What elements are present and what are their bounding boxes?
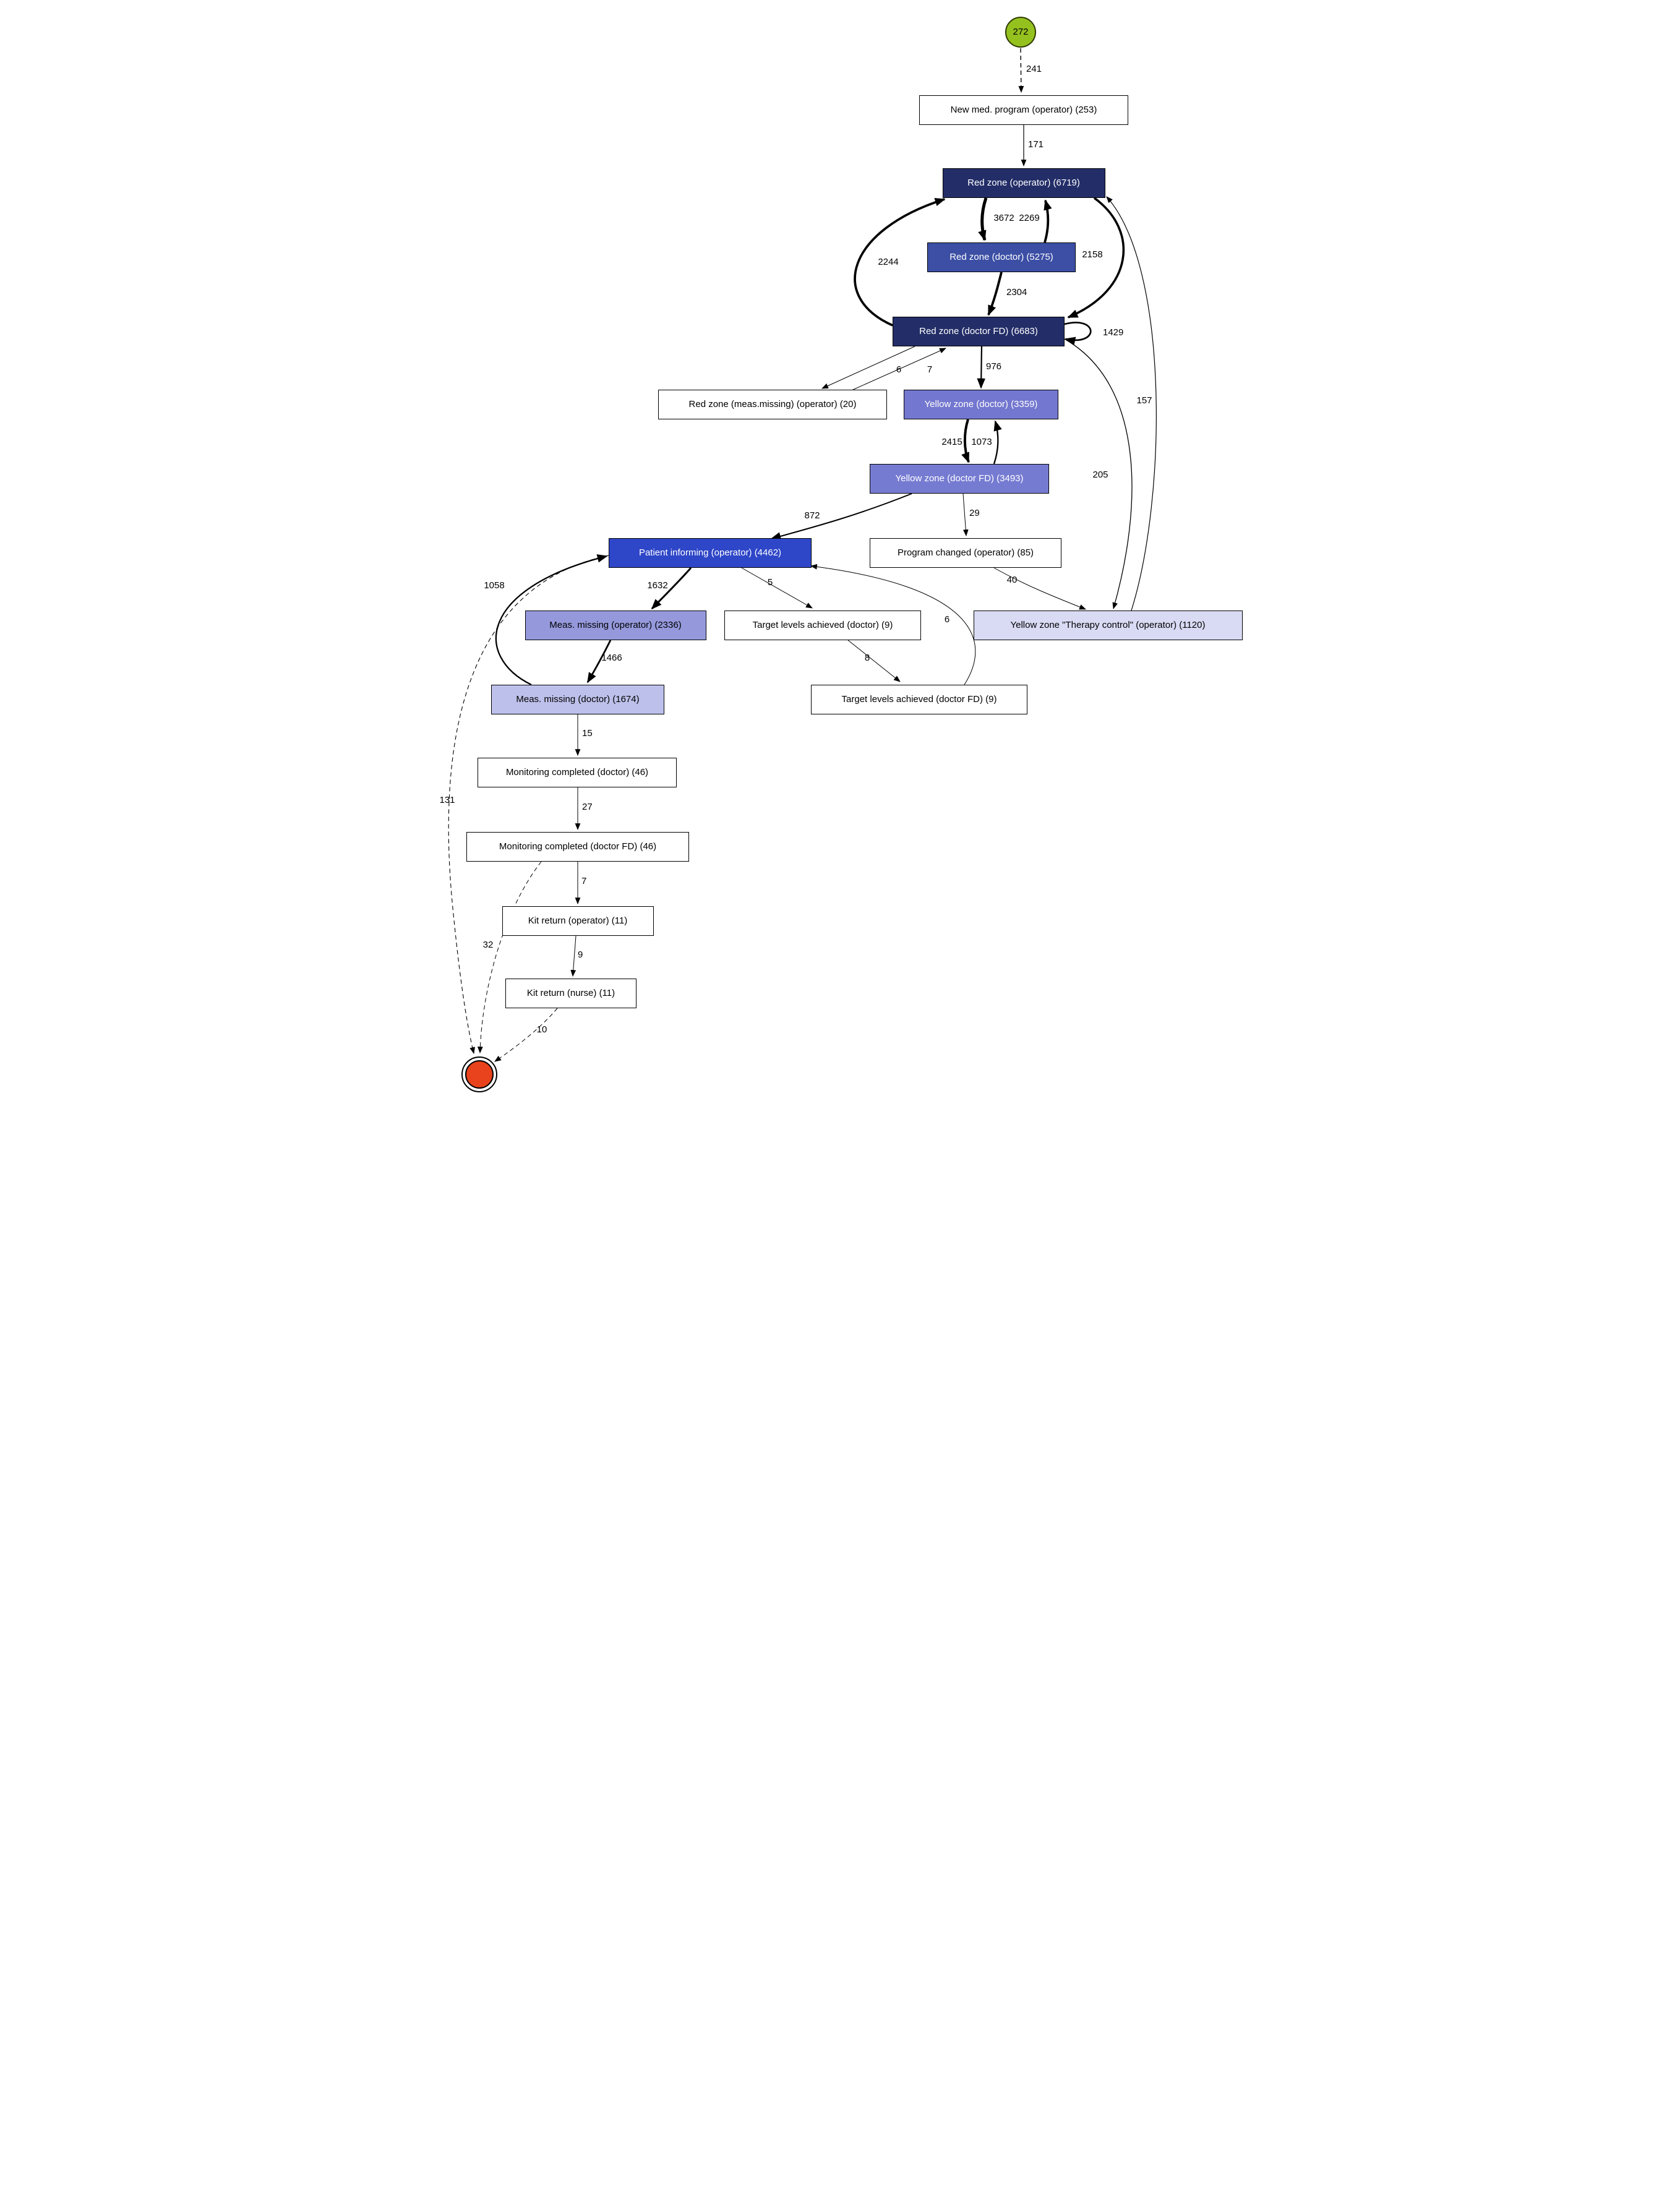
- node-label: Patient informing (operator) (4462): [638, 547, 782, 558]
- node-label: Yellow zone "Therapy control" (operator)…: [1010, 619, 1206, 630]
- edge-red-zone-doctor-fd-to-red-zone-meas-missing-operator: [821, 346, 915, 389]
- edge-red-zone-doctor-to-red-zone-doctor-fd: [987, 272, 1003, 316]
- edge-frequency-label-red-zone-meas-missing-operator-to-red-zone-doctor-fd: 7: [927, 364, 932, 375]
- node-target-levels-achieved-doctor-fd[interactable]: Target levels achieved (doctor FD) (9): [811, 685, 1027, 714]
- edge-frequency-label-yellow-zone-doctor-fd-to-patient-informing-operator: 872: [804, 510, 820, 521]
- node-label: Meas. missing (operator) (2336): [549, 619, 682, 630]
- edge-patient-informing-operator-to-meas-missing-operator: [651, 567, 692, 610]
- node-red-zone-doctor-fd[interactable]: Red zone (doctor FD) (6683): [893, 317, 1065, 346]
- node-label: Kit return (nurse) (11): [526, 987, 615, 998]
- edge-patient-informing-operator-to-end: [448, 555, 609, 1055]
- node-meas-missing-doctor[interactable]: Meas. missing (doctor) (1674): [491, 685, 664, 714]
- edge-frequency-label-kit-return-operator-to-kit-return-nurse: 9: [578, 949, 583, 960]
- edge-frequency-label-yellow-zone-doctor-fd-to-program-changed-operator: 29: [969, 508, 980, 518]
- edge-yellow-zone-therapy-control-operator-to-red-zone-operator: [1106, 196, 1157, 611]
- edge-frequency-label-kit-return-nurse-to-end: 10: [537, 1024, 547, 1035]
- edge-frequency-label-red-zone-doctor-fd-to-red-zone-meas-missing-operator: 6: [896, 364, 901, 375]
- node-target-levels-achieved-doctor[interactable]: Target levels achieved (doctor) (9): [724, 611, 921, 640]
- node-yellow-zone-doctor[interactable]: Yellow zone (doctor) (3359): [904, 390, 1058, 419]
- edge-red-zone-meas-missing-operator-to-red-zone-doctor-fd: [852, 348, 947, 390]
- node-label: Program changed (operator) (85): [897, 547, 1034, 558]
- edge-frequency-label-target-levels-achieved-doctor-fd-to-patient-informing-operator: 6: [945, 614, 949, 625]
- node-yellow-zone-doctor-fd[interactable]: Yellow zone (doctor FD) (3493): [870, 464, 1049, 494]
- node-label: Meas. missing (doctor) (1674): [516, 693, 640, 705]
- node-patient-informing-operator[interactable]: Patient informing (operator) (4462): [609, 538, 812, 568]
- edge-meas-missing-doctor-to-patient-informing-operator: [495, 554, 608, 686]
- node-program-changed-operator[interactable]: Program changed (operator) (85): [870, 538, 1061, 568]
- edge-frequency-label-red-zone-doctor-to-red-zone-doctor-fd: 2304: [1006, 287, 1027, 298]
- edge-red-zone-operator-to-red-zone-doctor: [978, 197, 988, 241]
- node-label: Monitoring completed (doctor) (46): [505, 766, 649, 778]
- edge-frequency-label-monitoring-completed-doctor-fd-to-end: 32: [483, 940, 494, 950]
- end-node-inner-circle: [465, 1060, 494, 1089]
- edge-yellow-zone-doctor-fd-to-yellow-zone-doctor: [993, 420, 1002, 465]
- edge-frequency-label-red-zone-doctor-to-red-zone-operator: 2269: [1019, 213, 1039, 223]
- edge-frequency-label-target-levels-achieved-doctor-to-target-levels-achieved-doctor-fd: 8: [865, 653, 870, 663]
- edge-red-zone-doctor-fd-to-red-zone-operator: [854, 198, 946, 327]
- edge-frequency-label-red-zone-operator-to-red-zone-doctor-fd: 2158: [1082, 249, 1102, 260]
- edge-kit-return-nurse-to-end: [494, 1008, 558, 1062]
- node-monitoring-completed-doctor-fd[interactable]: Monitoring completed (doctor FD) (46): [466, 832, 689, 862]
- edge-red-zone-doctor-fd-to-red-zone-doctor-fd: [1064, 322, 1092, 345]
- edge-frequency-label-red-zone-doctor-fd-to-yellow-zone-doctor: 976: [986, 361, 1001, 372]
- edge-frequency-label-yellow-zone-therapy-control-operator-to-red-zone-operator: 157: [1136, 395, 1152, 406]
- node-label: Target levels achieved (doctor) (9): [752, 619, 893, 630]
- node-monitoring-completed-doctor[interactable]: Monitoring completed (doctor) (46): [478, 758, 677, 787]
- node-red-zone-operator[interactable]: Red zone (operator) (6719): [942, 168, 1105, 198]
- node-red-zone-meas-missing-operator[interactable]: Red zone (meas.missing) (operator) (20): [658, 390, 887, 419]
- edge-frequency-label-patient-informing-operator-to-target-levels-achieved-doctor: 5: [768, 577, 773, 588]
- node-start[interactable]: 272: [1005, 17, 1036, 48]
- node-kit-return-nurse[interactable]: Kit return (nurse) (11): [505, 979, 636, 1008]
- node-new-med-program[interactable]: New med. program (operator) (253): [919, 95, 1128, 125]
- edge-red-zone-doctor-fd-to-yellow-zone-doctor: [977, 346, 986, 389]
- edge-frequency-label-red-zone-doctor-fd-to-yellow-zone-therapy-control-operator: 205: [1092, 469, 1108, 480]
- edge-frequency-label-program-changed-operator-to-yellow-zone-therapy-control-operator: 40: [1007, 575, 1018, 585]
- edge-frequency-label-monitoring-completed-doctor-fd-to-kit-return-operator: 7: [581, 876, 586, 886]
- edge-frequency-label-red-zone-operator-to-red-zone-doctor: 3672: [993, 213, 1014, 223]
- edge-red-zone-doctor-to-red-zone-operator: [1044, 199, 1052, 243]
- edge-yellow-zone-doctor-fd-to-program-changed-operator: [962, 493, 969, 537]
- edge-frequency-label-start-to-new-med-program: 241: [1026, 64, 1042, 74]
- edge-target-levels-achieved-doctor-fd-to-patient-informing-operator: [810, 564, 976, 685]
- edge-red-zone-doctor-fd-to-yellow-zone-therapy-control-operator: [1064, 338, 1133, 610]
- edge-frequency-label-patient-informing-operator-to-end: 131: [439, 795, 455, 805]
- node-label: New med. program (operator) (253): [950, 104, 1097, 115]
- node-yellow-zone-therapy-control-operator[interactable]: Yellow zone "Therapy control" (operator)…: [973, 611, 1243, 640]
- node-kit-return-operator[interactable]: Kit return (operator) (11): [502, 906, 654, 936]
- edge-frequency-label-patient-informing-operator-to-meas-missing-operator: 1632: [647, 580, 667, 591]
- node-label: Kit return (operator) (11): [528, 915, 628, 926]
- node-label: Red zone (meas.missing) (operator) (20): [688, 398, 857, 409]
- edge-meas-missing-operator-to-meas-missing-doctor: [586, 640, 612, 684]
- edge-frequency-label-monitoring-completed-doctor-to-monitoring-completed-doctor-fd: 27: [582, 802, 593, 812]
- edge-frequency-label-meas-missing-doctor-to-monitoring-completed-doctor: 15: [582, 728, 593, 739]
- edge-frequency-label-red-zone-doctor-fd-to-red-zone-doctor-fd: 1429: [1103, 327, 1123, 338]
- edge-frequency-label-yellow-zone-doctor-to-yellow-zone-doctor-fd: 2415: [941, 437, 962, 447]
- edge-kit-return-operator-to-kit-return-nurse: [570, 935, 576, 977]
- node-label: Yellow zone (doctor FD) (3493): [895, 473, 1024, 484]
- edge-monitoring-completed-doctor-fd-to-end: [477, 861, 542, 1054]
- node-label: Target levels achieved (doctor FD) (9): [841, 693, 997, 705]
- node-red-zone-doctor[interactable]: Red zone (doctor) (5275): [927, 242, 1076, 272]
- edge-frequency-label-red-zone-doctor-fd-to-red-zone-operator: 2244: [878, 257, 898, 267]
- node-meas-missing-operator[interactable]: Meas. missing (operator) (2336): [525, 611, 706, 640]
- node-label: Red zone (doctor) (5275): [949, 251, 1053, 262]
- edge-frequency-label-yellow-zone-doctor-fd-to-yellow-zone-doctor: 1073: [971, 437, 992, 447]
- edge-yellow-zone-doctor-fd-to-patient-informing-operator: [770, 493, 912, 541]
- start-node-count: 272: [1013, 26, 1029, 37]
- edge-frequency-label-new-med-program-to-red-zone-operator: 171: [1028, 139, 1044, 150]
- node-end[interactable]: [461, 1056, 497, 1092]
- edge-red-zone-operator-to-red-zone-doctor-fd: [1067, 197, 1125, 319]
- node-label: Monitoring completed (doctor FD) (46): [499, 841, 657, 852]
- edge-patient-informing-operator-to-target-levels-achieved-doctor: [741, 567, 813, 609]
- edge-target-levels-achieved-doctor-to-target-levels-achieved-doctor-fd: [847, 640, 901, 682]
- edge-frequency-label-meas-missing-operator-to-meas-missing-doctor: 1466: [601, 653, 622, 663]
- edge-frequency-label-meas-missing-doctor-to-patient-informing-operator: 1058: [484, 580, 504, 591]
- edge-program-changed-operator-to-yellow-zone-therapy-control-operator: [993, 567, 1087, 610]
- edge-yellow-zone-doctor-to-yellow-zone-doctor-fd: [961, 419, 970, 463]
- node-label: Red zone (operator) (6719): [967, 177, 1080, 188]
- node-label: Yellow zone (doctor) (3359): [924, 398, 1038, 409]
- node-label: Red zone (doctor FD) (6683): [919, 325, 1038, 336]
